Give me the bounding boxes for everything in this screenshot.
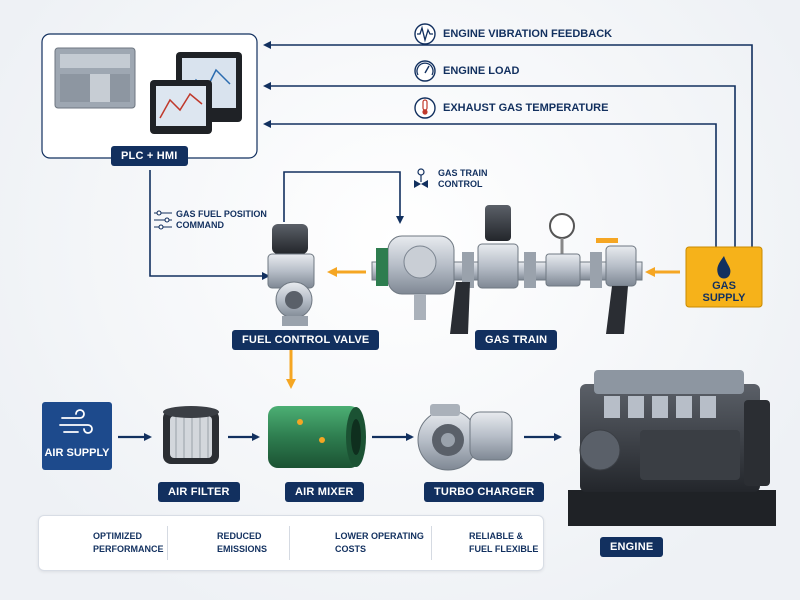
sliders-icon [154, 210, 172, 230]
gauge-icon [414, 60, 436, 82]
benefit-divider [431, 526, 432, 560]
benefit-text: REDUCED EMISSIONS [217, 530, 267, 556]
gas-train-control-icon [414, 168, 428, 188]
benefit-line: PERFORMANCE [93, 544, 164, 554]
benefit-text: OPTIMIZED PERFORMANCE [93, 530, 164, 556]
vibration-icon [414, 23, 436, 45]
benefit-optimized-performance: OPTIMIZED PERFORMANCE [87, 516, 164, 570]
turbo-charger-label: TURBO CHARGER [424, 482, 545, 502]
benefit-divider [289, 526, 290, 560]
fuel-control-valve-illustration [267, 224, 315, 326]
gas-train-control-line-2: CONTROL [438, 179, 483, 189]
benefit-line: OPTIMIZED [93, 531, 142, 541]
benefit-lower-operating-costs: LOWER OPERATING COSTS [329, 516, 424, 570]
gas-train-control-label: GAS TRAIN CONTROL [438, 168, 488, 190]
air-filter-illustration [163, 406, 219, 464]
benefit-text: LOWER OPERATING COSTS [335, 530, 424, 556]
benefit-line: COSTS [335, 544, 367, 554]
plc-hmi-label: PLC + HMI [111, 146, 188, 166]
benefit-line: RELIABLE & [469, 531, 523, 541]
vibration-feedback-label: ENGINE VIBRATION FEEDBACK [443, 28, 613, 40]
gas-supply-label: GAS SUPPLY [686, 278, 762, 306]
gas-supply-line-2: SUPPLY [702, 292, 746, 304]
wind-icon [59, 409, 93, 434]
engine-load-label: ENGINE LOAD [443, 65, 520, 77]
fuel-position-command-label: GAS FUEL POSITION COMMAND [176, 209, 267, 231]
feedback-lines [149, 41, 753, 280]
air-filter-label: AIR FILTER [158, 482, 240, 502]
plc-hmi-panel [41, 33, 258, 159]
gas-train-assembly [371, 205, 643, 334]
benefit-text: RELIABLE & FUEL FLEXIBLE [469, 530, 538, 556]
benefit-reduced-emissions: REDUCED EMISSIONS [211, 516, 267, 570]
benefit-divider [167, 526, 168, 560]
fuel-position-line-2: COMMAND [176, 220, 224, 230]
air-mixer-label: AIR MIXER [285, 482, 364, 502]
gas-train-label: GAS TRAIN [475, 330, 558, 350]
gas-supply-line-1: GAS [712, 280, 736, 292]
turbo-charger-illustration [417, 404, 513, 471]
air-mixer-illustration [268, 406, 366, 468]
air-supply-box [42, 402, 112, 470]
fuel-control-valve-label: FUEL CONTROL VALVE [232, 330, 380, 350]
gas-train-control-line-1: GAS TRAIN [438, 168, 488, 178]
exhaust-temp-label: EXHAUST GAS TEMPERATURE [443, 102, 609, 114]
benefit-line: REDUCED [217, 531, 262, 541]
flame-icon [717, 256, 731, 279]
air-supply-label: AIR SUPPLY [44, 447, 110, 459]
thermometer-icon [414, 97, 436, 119]
gas-flow-arrows [286, 267, 680, 389]
benefit-line: LOWER OPERATING [335, 531, 424, 541]
engine-illustration [568, 370, 776, 526]
benefit-line: FUEL FLEXIBLE [469, 544, 539, 554]
fuel-position-line-1: GAS FUEL POSITION [176, 209, 267, 219]
benefits-bar: OPTIMIZED PERFORMANCE REDUCED EMISSIONS … [38, 515, 544, 571]
engine-label: ENGINE [600, 537, 664, 557]
benefit-reliable-fuel-flexible: RELIABLE & FUEL FLEXIBLE [463, 516, 538, 570]
benefit-line: EMISSIONS [217, 544, 268, 554]
